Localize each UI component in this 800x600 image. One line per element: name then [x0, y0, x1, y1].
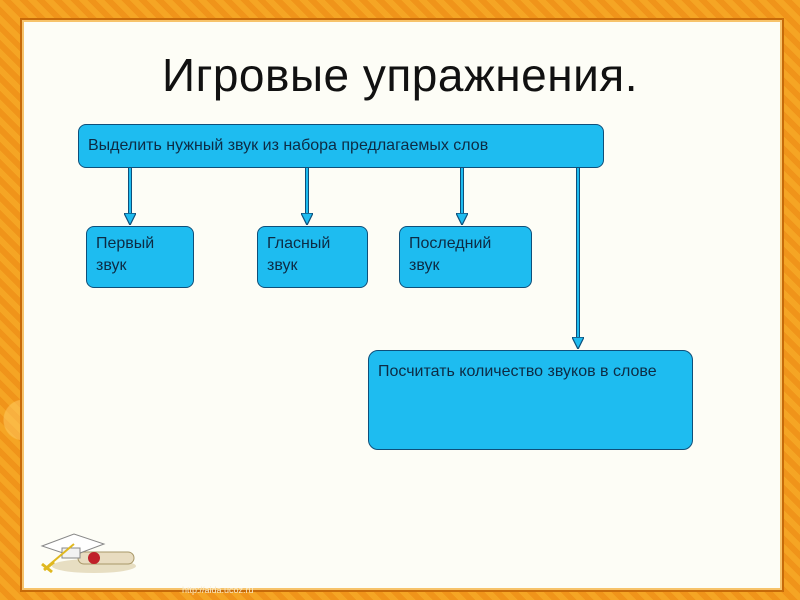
count-sounds-box: Посчитать количество звуков в слове [368, 350, 693, 450]
first-sound-line2: звук [96, 257, 127, 274]
first-sound-box: Первый звук [86, 226, 194, 288]
footer-link[interactable]: http://aida.ucoz.ru [182, 585, 254, 595]
slide-canvas [20, 18, 784, 592]
vowel-sound-line1: Гласный [267, 235, 331, 252]
first-sound-line1: Первый [96, 235, 155, 252]
graduation-cap-diploma-icon [40, 533, 136, 574]
last-sound-line2: звук [409, 257, 440, 274]
vowel-sound-line2: звук [267, 257, 298, 274]
slide-title: Игровые упражнения. [162, 49, 638, 101]
top-task-box: Выделить нужный звук из набора предлагае… [78, 124, 604, 168]
vowel-sound-box: Гласный звук [257, 226, 368, 288]
count-sounds-text: Посчитать количество звуков в слове [378, 363, 657, 380]
last-sound-box: Последний звук [399, 226, 532, 288]
top-task-text: Выделить нужный звук из набора предлагае… [88, 137, 489, 154]
last-sound-line1: Последний [409, 235, 492, 252]
